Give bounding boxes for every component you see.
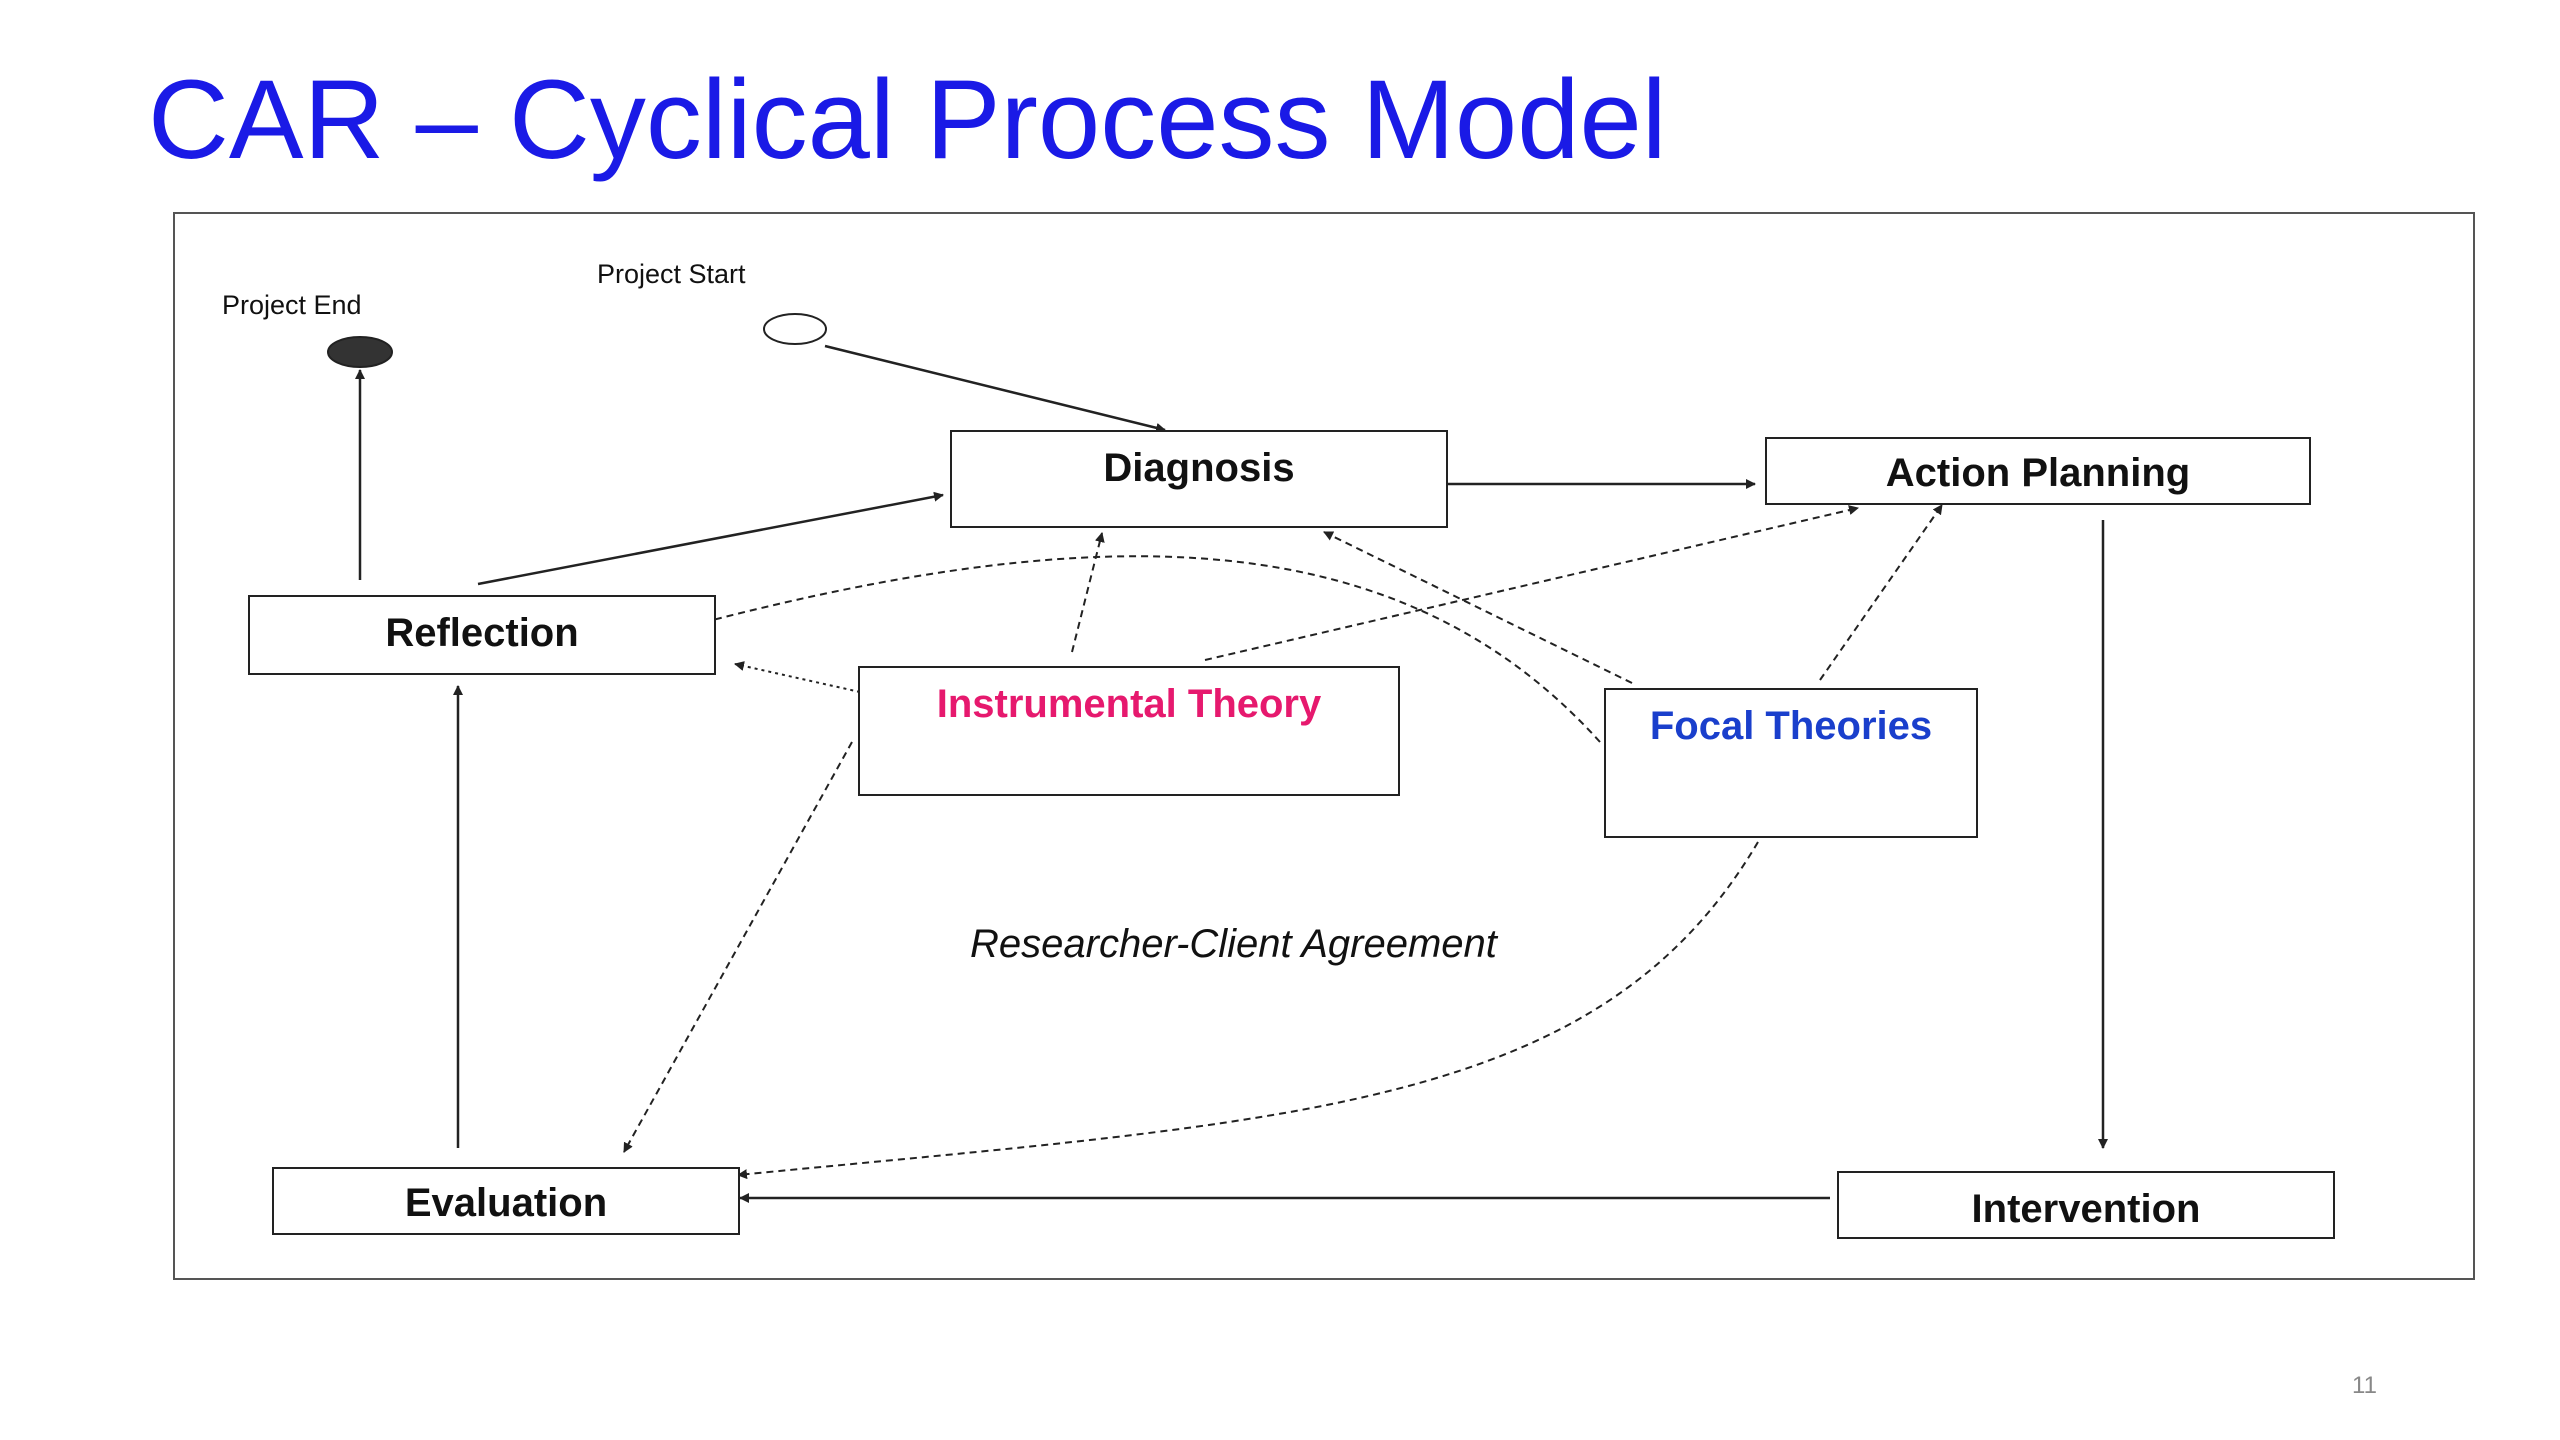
edge-start-to-diagnosis bbox=[824, 344, 1166, 433]
reflection-box: Reflection bbox=[248, 595, 716, 675]
instrumental-theory-label: Instrumental Theory bbox=[936, 682, 1322, 726]
action-planning-box: Action Planning bbox=[1765, 437, 2311, 505]
project-start-node bbox=[763, 313, 827, 345]
reflection-label: Reflection bbox=[385, 611, 579, 655]
edge-focal-to-reflection bbox=[704, 555, 1601, 743]
solid-connectors bbox=[355, 344, 2108, 1203]
instrumental-theory-box: Instrumental Theory bbox=[858, 666, 1400, 796]
slide-title: CAR – Cyclical Process Model bbox=[148, 57, 1667, 182]
edge-instrumental-to-diagnosis bbox=[1071, 532, 1105, 653]
intervention-label: Intervention bbox=[1971, 1187, 2201, 1231]
edge-focal-to-action-planning bbox=[1819, 504, 1943, 681]
edge-instrumental-to-evaluation bbox=[623, 741, 853, 1153]
dashed-connectors bbox=[623, 504, 1943, 1180]
project-end-label: Project End bbox=[222, 290, 362, 320]
diagnosis-label: Diagnosis bbox=[1103, 446, 1295, 490]
action-planning-label: Action Planning bbox=[1885, 451, 2191, 495]
evaluation-box: Evaluation bbox=[272, 1167, 740, 1235]
edge-focal-to-diagnosis bbox=[1323, 531, 1633, 684]
edge-instrumental-to-reflection bbox=[734, 661, 861, 693]
slide-number: 11 bbox=[2352, 1372, 2377, 1399]
project-start-label: Project Start bbox=[597, 259, 746, 289]
intervention-box: Intervention bbox=[1837, 1171, 2335, 1239]
focal-theories-box: Focal Theories bbox=[1604, 688, 1978, 838]
focal-theories-label: Focal Theories bbox=[1649, 704, 1933, 748]
edge-instrumental-to-action-planning bbox=[1204, 505, 1859, 661]
edge-focal-to-evaluation bbox=[737, 841, 1759, 1180]
project-end-node bbox=[327, 336, 393, 368]
researcher-client-agreement-label: Researcher-Client Agreement bbox=[970, 922, 1497, 966]
evaluation-label: Evaluation bbox=[404, 1181, 608, 1225]
diagram-frame bbox=[173, 212, 2475, 1280]
edge-reflection-to-diagnosis bbox=[477, 491, 944, 586]
diagnosis-box: Diagnosis bbox=[950, 430, 1448, 528]
